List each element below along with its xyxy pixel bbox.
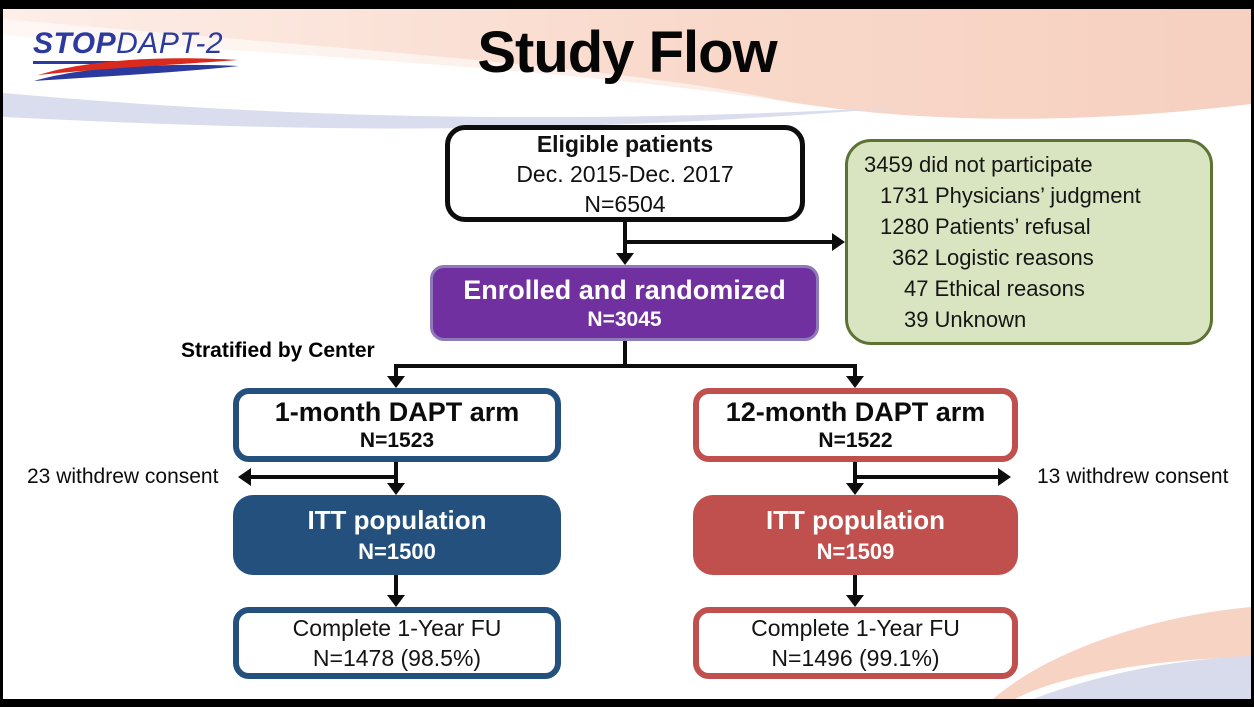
- npp-reason-label: Unknown: [934, 307, 1027, 332]
- eligible-title: Eligible patients: [536, 130, 714, 157]
- logo-dapt-text: DAPT-2: [116, 27, 224, 60]
- npp-total-num: 3459: [864, 152, 913, 177]
- npp-reason-label: Physicians’ judgment: [934, 183, 1141, 208]
- arm-left-title: 1-month DAPT arm: [274, 397, 520, 427]
- arm-right-title: 12-month DAPT arm: [725, 397, 986, 427]
- arrow-arm-to-itt-left: [238, 462, 405, 495]
- branch-enrolled-to-arms: [387, 341, 864, 388]
- complete-fu-left-box: Complete 1-Year FU N=1478 (98.5%): [233, 607, 561, 679]
- twelve-month-dapt-arm-box: 12-month DAPT arm N=1522: [693, 388, 1018, 462]
- arrow-to-did-not-participate: [625, 233, 845, 251]
- itt-population-left-box: ITT population N=1500: [233, 495, 561, 575]
- itt-right-n: N=1509: [816, 539, 895, 564]
- arrow-eligible-to-enrolled: [616, 222, 634, 265]
- eligible-patients-box: Eligible patients Dec. 2015-Dec. 2017 N=…: [445, 125, 805, 222]
- arm-right-n: N=1522: [818, 429, 893, 452]
- npp-reason-label: Logistic reasons: [934, 245, 1094, 270]
- enrolled-n: N=3045: [587, 307, 662, 331]
- stopdapt2-logo-text: STOPDAPT-2: [33, 27, 248, 64]
- fu-right-title: Complete 1-Year FU: [751, 615, 960, 641]
- enrolled-randomized-box: Enrolled and randomized N=3045: [430, 265, 819, 341]
- itt-left-n: N=1500: [358, 539, 436, 564]
- arrow-arm-to-itt-right: [846, 462, 1011, 495]
- arm-left-n: N=1523: [359, 429, 435, 452]
- npp-reason-label: Ethical reasons: [934, 276, 1085, 301]
- complete-fu-right-box: Complete 1-Year FU N=1496 (99.1%): [693, 607, 1018, 679]
- eligible-n: N=6504: [584, 190, 666, 217]
- npp-reason-num: 1280: [880, 214, 929, 239]
- npp-reason-num: 1731: [880, 183, 929, 208]
- npp-reason-num: 39: [904, 307, 929, 332]
- arrow-itt-to-fu-left: [387, 575, 405, 607]
- slide-canvas: STOPDAPT-2 Study Flow Eligible patients …: [3, 9, 1251, 699]
- logo-stop-text: STOP: [33, 27, 117, 64]
- fu-left-title: Complete 1-Year FU: [292, 615, 502, 641]
- itt-population-right-box: ITT population N=1509: [693, 495, 1018, 575]
- npp-reason-num: 362: [892, 245, 929, 270]
- npp-reason-label: Patients’ refusal: [934, 214, 1091, 239]
- fu-right-n: N=1496 (99.1%): [771, 645, 940, 671]
- itt-left-title: ITT population: [307, 505, 487, 535]
- enrolled-title: Enrolled and randomized: [463, 274, 786, 305]
- stratified-by-center-note: Stratified by Center: [181, 339, 375, 362]
- stopdapt2-logo: STOPDAPT-2: [33, 27, 248, 82]
- one-month-dapt-arm-box: 1-month DAPT arm N=1523: [233, 388, 561, 462]
- withdrew-consent-left-label: 23 withdrew consent: [27, 465, 219, 488]
- eligible-period: Dec. 2015-Dec. 2017: [516, 160, 734, 187]
- withdrew-consent-right-label: 13 withdrew consent: [1037, 465, 1229, 488]
- npp-reason-num: 47: [904, 276, 929, 301]
- arrow-itt-to-fu-right: [846, 575, 864, 607]
- itt-right-title: ITT population: [765, 505, 946, 535]
- npp-total-label: did not participate: [918, 152, 1093, 177]
- logo-wave-icon: [34, 58, 239, 81]
- page-title: Study Flow: [477, 20, 777, 85]
- fu-left-n: N=1478 (98.5%): [312, 645, 482, 671]
